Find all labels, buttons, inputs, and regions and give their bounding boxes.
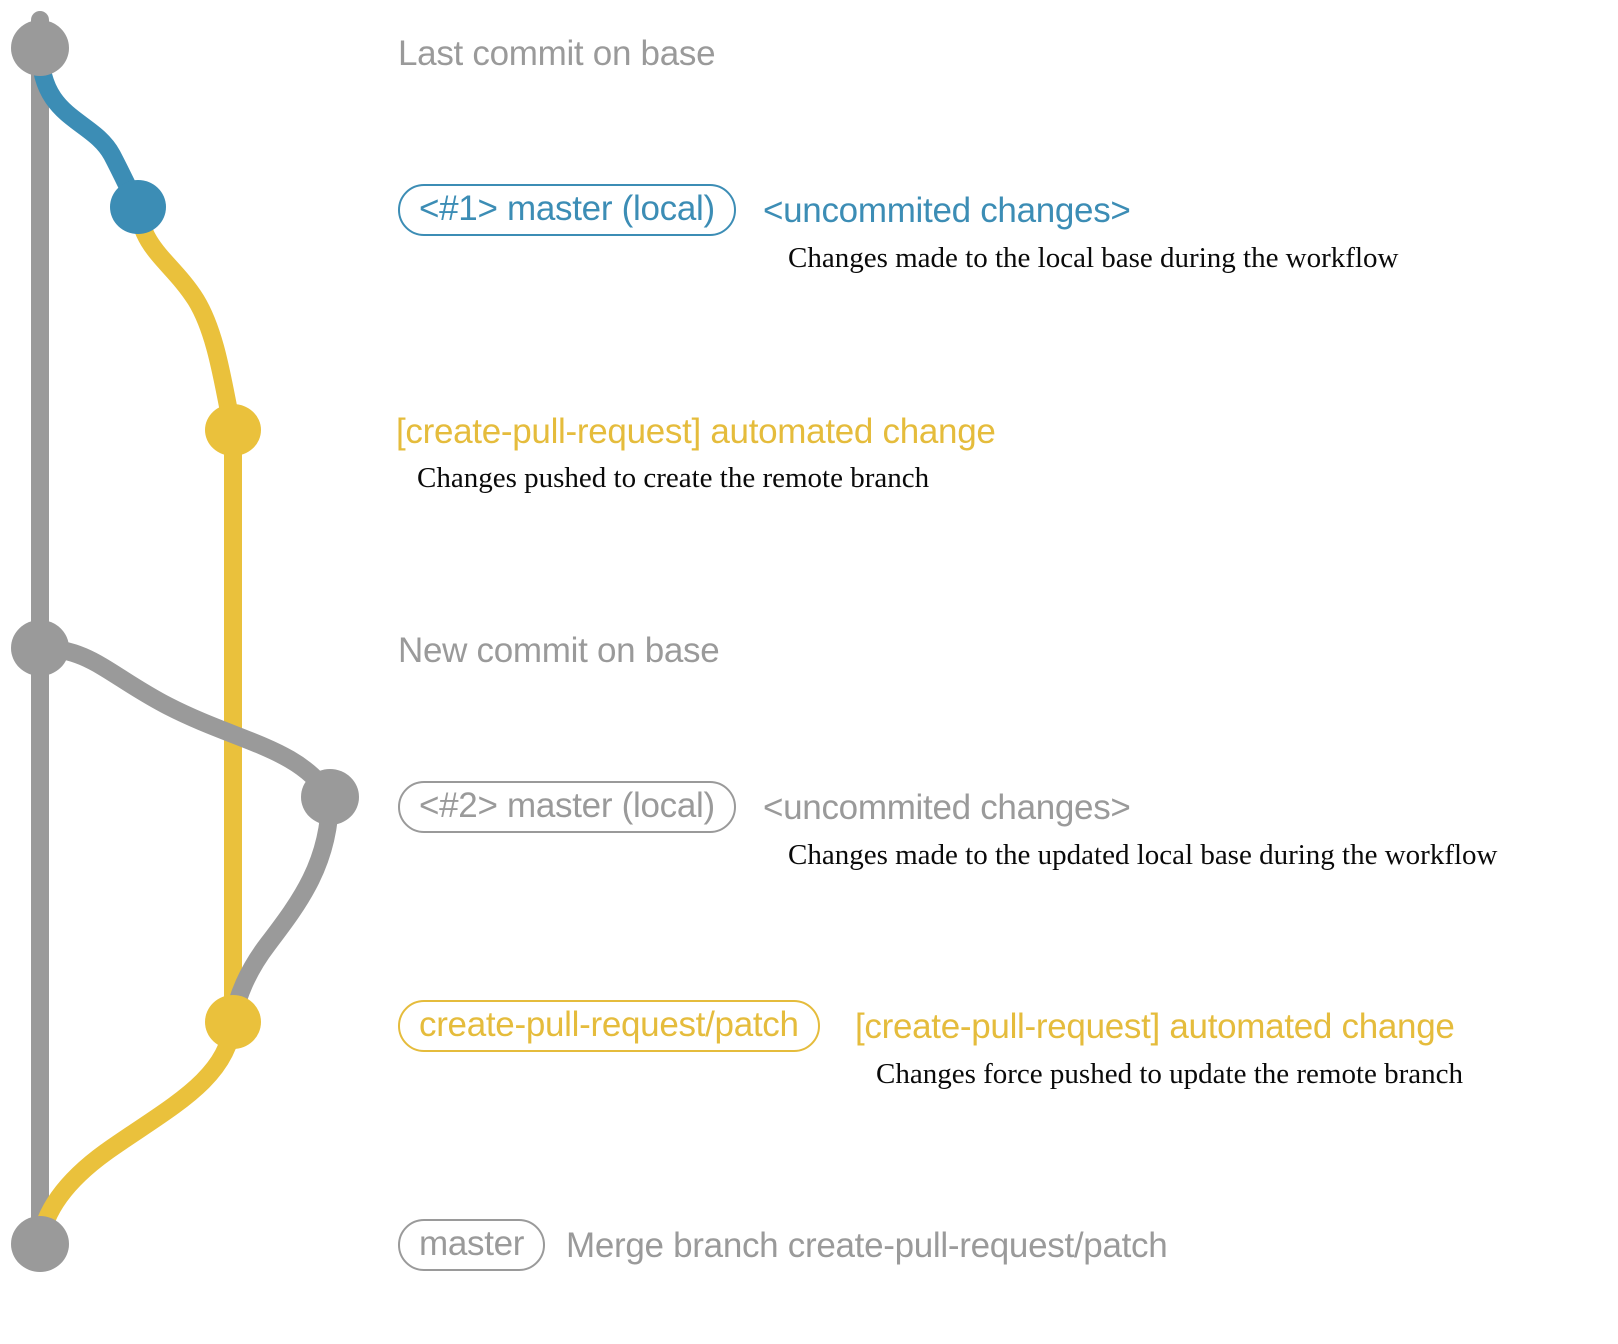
annotation-description-local-1: Changes made to the local base during th… [788,242,1399,274]
edge-local1-to-patch1 [129,198,242,439]
ref-pill-master[interactable]: master [398,1219,546,1271]
commit-node-base-new [11,620,69,676]
ref-pill-create-pull-request-patch[interactable]: create-pull-request/patch [398,1000,820,1052]
annotation-heading-uncommited-changes-2: <uncommited changes> [763,788,1131,827]
annotation-description-automated-change-1: Changes pushed to create the remote bran… [417,462,930,494]
edge-local2-to-patch2 [224,788,339,1031]
annotation-heading-automated-change-1: [create-pull-request] automated change [396,412,996,451]
annotation-description-automated-change-2: Changes force pushed to update the remot… [876,1058,1464,1090]
ref-pill-master-local-1[interactable]: <#1> master (local) [398,184,736,236]
ref-pill-master-local-2[interactable]: <#2> master (local) [398,781,736,833]
annotation-heading-new-commit-on-base: New commit on base [398,631,720,670]
commit-node-local-2 [301,769,359,825]
annotation-heading-uncommited-changes-1: <uncommited changes> [763,191,1131,230]
edge-basenew-to-local2 [31,639,339,806]
commit-node-merge [11,1216,69,1272]
edge-patch2-to-merge [31,1013,242,1253]
commit-node-base-head [11,20,69,76]
annotation-heading-last-commit-on-base: Last commit on base [398,34,716,73]
commit-node-local-1 [110,180,166,234]
annotation-heading-merge-branch: Merge branch create-pull-request/patch [566,1226,1168,1265]
annotation-heading-automated-change-2: [create-pull-request] automated change [855,1007,1455,1046]
annotation-description-local-2: Changes made to the updated local base d… [788,839,1498,871]
commit-node-patch-2 [205,995,261,1049]
commit-node-patch-1 [205,404,261,456]
